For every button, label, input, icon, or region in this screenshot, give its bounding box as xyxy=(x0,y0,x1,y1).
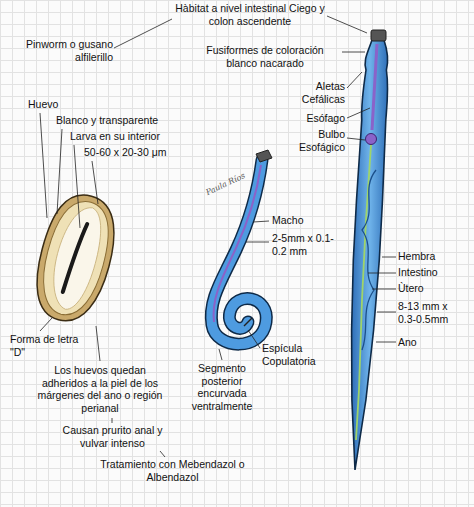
esophageal-bulb xyxy=(366,134,377,145)
part-label: Blanco y transparente xyxy=(56,114,186,127)
egg-membrane xyxy=(33,195,118,322)
leader-line xyxy=(112,418,113,423)
male-head xyxy=(256,150,272,162)
part-label: Espícula Copulatoria xyxy=(262,342,328,367)
uterus xyxy=(362,170,376,350)
esophagus xyxy=(372,44,377,130)
leader-line xyxy=(347,108,370,118)
leader-line xyxy=(327,16,367,33)
part-label: Fusiformes de coloración blanco nacarado xyxy=(190,44,340,69)
larva xyxy=(63,222,87,293)
part-label: Tratamiento con Mebendazol o Albendazol xyxy=(100,458,245,483)
leader-line xyxy=(246,242,269,243)
leader-line xyxy=(347,72,362,88)
leader-line xyxy=(92,161,98,204)
leader-line xyxy=(376,342,396,343)
leader-line xyxy=(160,451,165,457)
leader-line xyxy=(74,145,80,228)
leader-line xyxy=(40,113,47,218)
egg-shell xyxy=(26,187,126,328)
leader-line xyxy=(368,273,396,274)
leader-line xyxy=(248,330,260,348)
spicule xyxy=(244,318,252,326)
female-body xyxy=(352,40,388,470)
part-label: Macho xyxy=(272,214,332,227)
part-label: Ano xyxy=(398,336,458,349)
leader-line xyxy=(372,289,396,290)
part-label: Esófago xyxy=(290,112,345,125)
part-label: Pinworm o gusano alfilerillo xyxy=(8,38,113,63)
part-label: 8-13 mm x 0.3-0.5mm xyxy=(398,300,468,325)
part-label: Larva en su interior xyxy=(70,130,190,143)
part-label: Huevo xyxy=(28,98,88,111)
part-label: Aletas Cefálicas xyxy=(290,80,345,105)
leader-line xyxy=(219,349,222,360)
leader-line xyxy=(96,326,100,361)
part-label: Los huevos quedan adheridos a la piel de… xyxy=(30,364,170,414)
leader-line xyxy=(114,19,172,48)
part-label: Forma de letra "D" xyxy=(10,333,95,358)
part-label: Hembra xyxy=(398,250,468,263)
part-label: Causan prurito anal y vulvar intenso xyxy=(55,424,170,449)
leader-line xyxy=(342,52,365,53)
egg-figure xyxy=(26,187,126,328)
leader-line xyxy=(347,138,365,140)
female-head xyxy=(371,30,386,41)
egg-interior xyxy=(44,202,109,314)
part-label: Ùtero xyxy=(398,282,468,295)
part-label: 2-5mm x 0.1-0.2 mm xyxy=(272,232,334,257)
leader-line xyxy=(382,257,396,258)
leader-line xyxy=(377,312,396,313)
leader-line xyxy=(57,129,62,214)
leader-line xyxy=(40,318,52,331)
part-label: 50-60 x 20-30 μm xyxy=(84,146,194,159)
part-label: Bulbo Esofágico xyxy=(290,128,345,153)
part-label: Segmento posterior encurvada ventralment… xyxy=(180,362,264,412)
female-worm xyxy=(352,30,388,470)
leader-line xyxy=(253,221,269,222)
part-label: Hàbitat a nivel intestinal Ciego y colon… xyxy=(175,2,325,27)
part-label: Intestino xyxy=(398,266,468,279)
